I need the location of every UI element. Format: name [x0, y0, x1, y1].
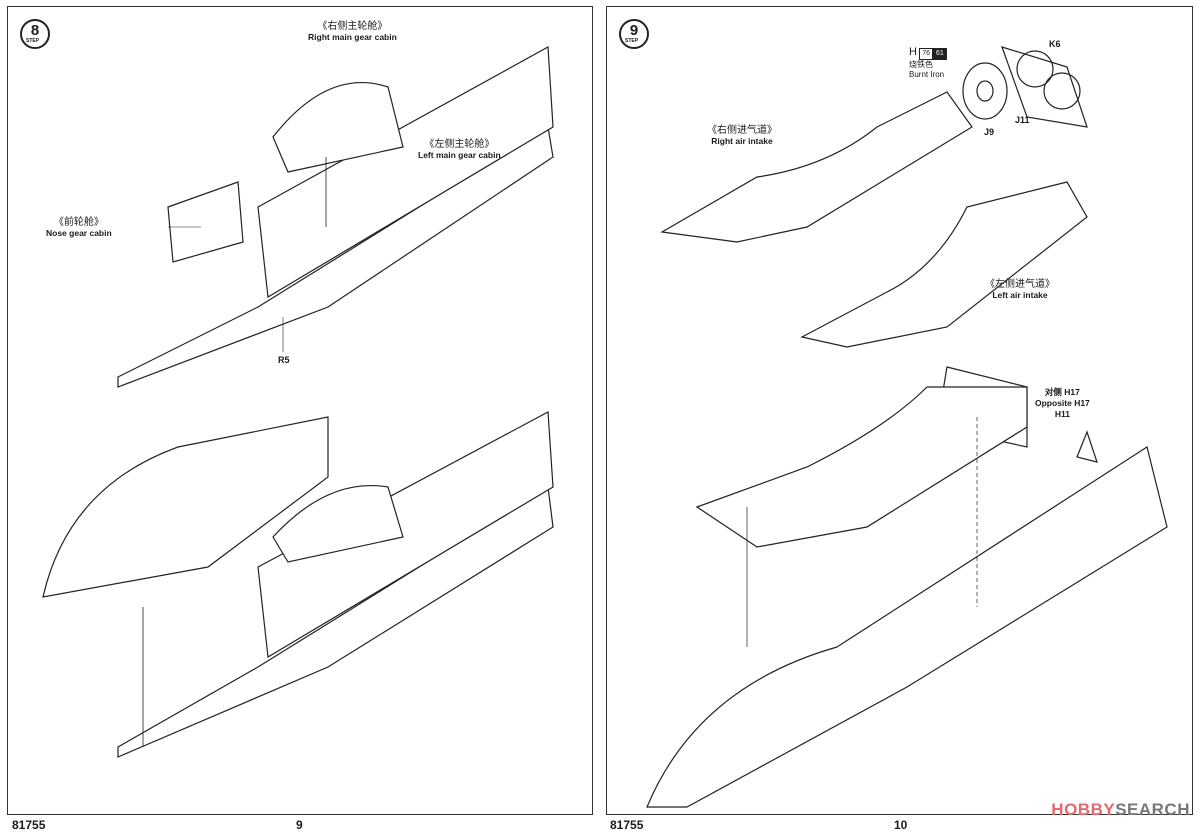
part-label-r5: R5 [278, 355, 290, 365]
instruction-page-10: 9 STEP 《右侧进气道》 Right air intake 《左侧进气道》 … [606, 6, 1193, 815]
step-badge: 9 STEP [619, 19, 649, 49]
intake-assembly-drawing [646, 46, 1168, 808]
label-nose-gear-cabin: 《前轮舱》 Nose gear cabin [46, 217, 112, 238]
kit-code: 81755 [610, 818, 644, 832]
watermark: HOBBYSEARCH [1051, 800, 1190, 819]
fuselage-assembly-drawing [42, 46, 554, 758]
label-left-main-gear-cabin: 《左侧主轮舱》 Left main gear cabin [418, 139, 501, 160]
part-label-k6: K6 [1049, 39, 1061, 49]
kit-code: 81755 [12, 818, 46, 832]
label-right-main-gear-cabin: 《右侧主轮舱》 Right main gear cabin [308, 21, 397, 42]
step-badge: 8 STEP [20, 19, 50, 49]
page-number: 9 [296, 818, 303, 832]
part-label-j11: J11 [1015, 115, 1030, 125]
paint-code-1: 76 [919, 48, 933, 60]
page-number: 10 [894, 818, 908, 832]
label-right-air-intake: 《右侧进气道》 Right air intake [707, 125, 777, 146]
instruction-page-9: 8 STEP 《右侧主轮舱》 Right main gear cabin 《左侧… [7, 6, 593, 815]
paint-code-2: 61 [932, 48, 947, 60]
part-label-j9: J9 [984, 127, 995, 137]
label-left-air-intake: 《左侧进气道》 Left air intake [985, 279, 1055, 300]
label-opposite-h17: 对侧 H17 Opposite H17 H11 [1035, 387, 1090, 419]
